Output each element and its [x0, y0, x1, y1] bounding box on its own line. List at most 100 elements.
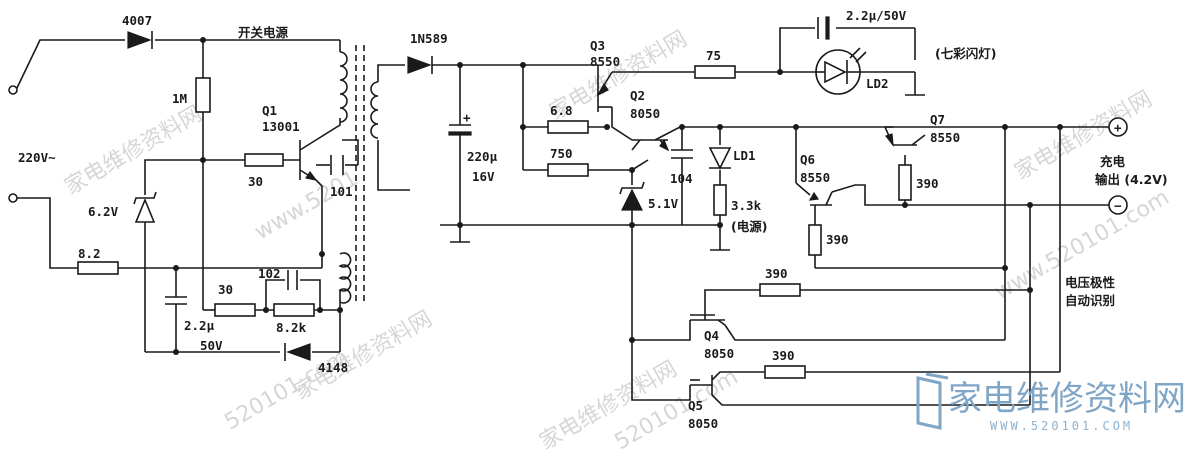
watermark-text: 家电维修资料网: [1011, 87, 1157, 186]
label-d1n589: 1N589: [410, 31, 448, 46]
label-c22: 2.2μ: [184, 318, 215, 333]
label-cap-plus: +: [463, 110, 471, 125]
label-q7-type: 8550: [930, 130, 960, 145]
labels: 4007 开关电源 1M Q1 13001 220V~ 30 101 6.2V …: [18, 8, 1168, 431]
ac-terminal-bottom: [8, 193, 18, 203]
junctions: [173, 37, 1063, 355]
label-q2: Q2: [630, 88, 645, 103]
label-r1m: 1M: [172, 91, 187, 106]
label-q1-type: 13001: [262, 119, 300, 134]
label-r82k: 8.2k: [276, 320, 307, 335]
label-ld1: LD1: [733, 148, 756, 163]
resistor-3-3k: [713, 184, 727, 216]
led-ld2: [815, 47, 867, 95]
transistor-q5: [690, 375, 713, 395]
label-c102: 102: [258, 266, 281, 281]
resistor-1m: [195, 77, 211, 113]
label-q4-type: 8050: [704, 346, 734, 361]
label-r30b: 30: [218, 282, 233, 297]
resistor-6-8: [547, 120, 589, 134]
diode-1n589: [407, 56, 433, 74]
label-r750: 750: [550, 146, 573, 161]
label-c220: 220μ: [467, 149, 498, 164]
label-q3: Q3: [590, 38, 605, 53]
label-q6: Q6: [800, 152, 815, 167]
components: [8, 16, 1128, 395]
resistor-390-q4: [759, 283, 801, 297]
capacitor-220u: [448, 124, 472, 136]
watermark-text: 家电维修资料网: [61, 102, 207, 201]
output-negative-terminal: [1108, 195, 1128, 215]
label-r390a: 390: [826, 232, 849, 247]
label-c101: 101: [330, 184, 353, 199]
resistor-30-lower: [214, 303, 256, 317]
transistor-q3: [596, 71, 613, 112]
watermark-text: 家电维修资料网: [291, 307, 437, 406]
label-z62: 6.2V: [88, 204, 119, 219]
label-r390d: 390: [772, 348, 795, 363]
transistor-q2: [631, 138, 670, 152]
transformer: [338, 45, 379, 305]
resistor-8-2: [77, 261, 119, 275]
capacitor-102: [287, 270, 298, 290]
site-logo: 家电维修资料网 WWW.520101.COM: [916, 372, 1186, 433]
capacitor-2-2u-50v: [817, 16, 830, 40]
resistor-75: [694, 65, 736, 79]
label-r390b: 390: [916, 176, 939, 191]
label-r33k: 3.3k: [731, 198, 762, 213]
label-q1: Q1: [262, 103, 277, 118]
label-r82: 8.2: [78, 246, 101, 261]
label-d4007: 4007: [122, 13, 152, 28]
transistor-q6: [808, 191, 833, 215]
resistor-390-q5: [764, 365, 806, 379]
label-q2-type: 8050: [630, 106, 660, 121]
label-flash: (七彩闪灯): [935, 46, 996, 61]
label-z51: 5.1V: [648, 196, 679, 211]
label-q6-type: 8550: [800, 170, 830, 185]
label-plus: +: [1114, 120, 1122, 135]
label-c22led: 2.2μ/50V: [846, 8, 907, 23]
transistor-q7: [884, 126, 926, 147]
label-c220v: 16V: [472, 169, 495, 184]
label-d4148: 4148: [318, 360, 348, 375]
label-r390c: 390: [765, 266, 788, 281]
zener-6-2v: [133, 191, 157, 223]
label-ld2: LD2: [866, 76, 889, 91]
label-minus: −: [1114, 198, 1122, 213]
capacitor-101: [330, 155, 344, 175]
resistor-30-base: [244, 153, 284, 167]
logo-text: 家电维修资料网: [948, 379, 1186, 419]
led-ld1: [708, 147, 732, 170]
label-out-sub: 输出 (4.2V): [1095, 172, 1168, 187]
capacitor-104: [671, 149, 693, 159]
capacitor-2-2u: [165, 296, 187, 305]
label-q5-type: 8050: [688, 416, 718, 431]
label-q4: Q4: [704, 328, 719, 343]
label-r75: 75: [706, 48, 721, 63]
label-r30a: 30: [248, 174, 263, 189]
resistor-8-2k: [273, 303, 315, 317]
label-smps: 开关电源: [238, 25, 289, 40]
label-auto2: 自动识别: [1065, 293, 1115, 308]
output-positive-terminal: [1108, 117, 1128, 137]
diode-4007: [127, 31, 153, 49]
label-ac-in: 220V~: [18, 150, 56, 165]
label-c22v: 50V: [200, 338, 223, 353]
label-q7: Q7: [930, 112, 945, 127]
label-r68: 6.8: [550, 103, 573, 118]
logo-url: WWW.520101.COM: [990, 419, 1133, 433]
label-auto1: 电压极性: [1065, 275, 1116, 290]
label-out-title: 充电: [1100, 154, 1126, 169]
resistor-390-q7: [898, 164, 912, 201]
transistor-q1: [299, 139, 318, 181]
label-q5: Q5: [688, 398, 703, 413]
zener-5-1v: [619, 181, 645, 211]
ac-terminal-top: [8, 85, 18, 95]
label-q3-type: 8550: [590, 54, 620, 69]
ground-symbol: [450, 241, 730, 251]
resistor-750: [547, 163, 589, 177]
resistor-390-q6: [808, 224, 822, 256]
diode-4148: [284, 343, 311, 361]
label-c104: 104: [670, 171, 693, 186]
